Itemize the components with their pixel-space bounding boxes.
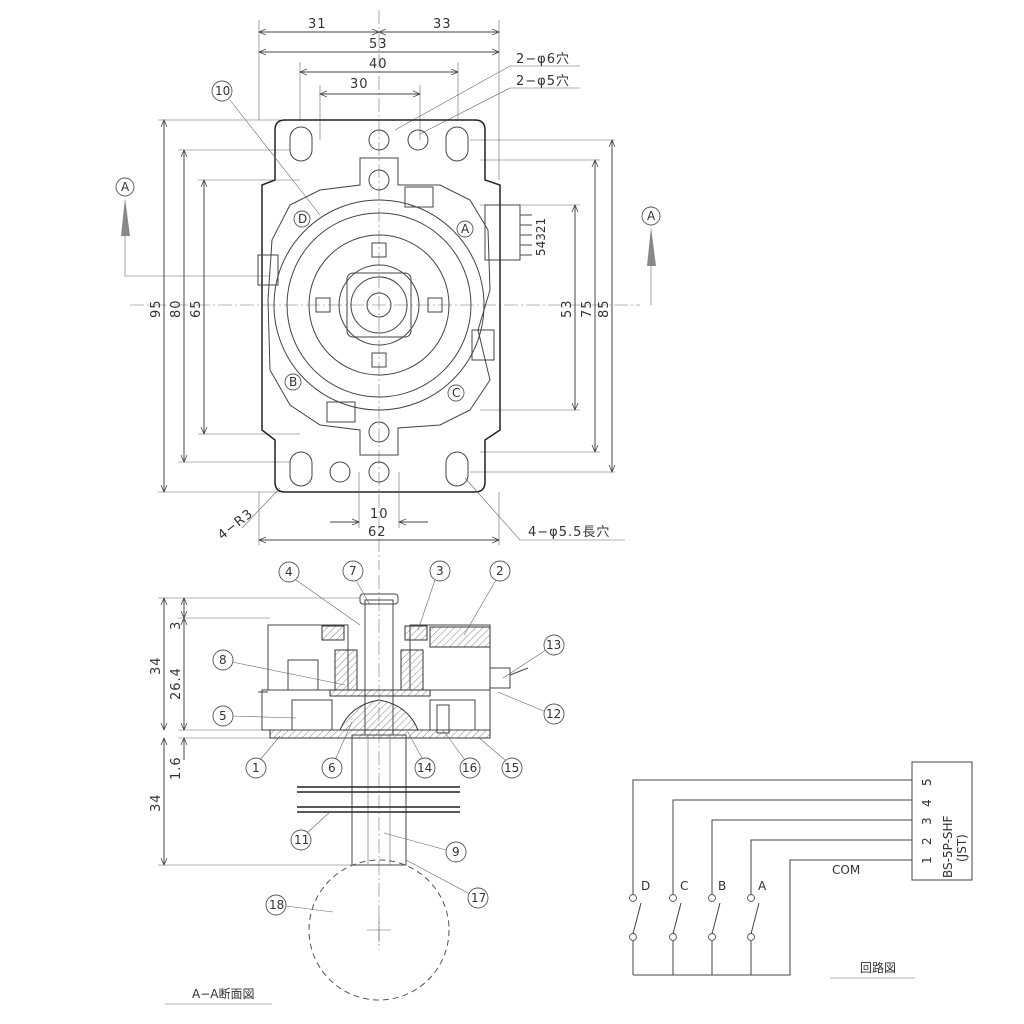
svg-text:7: 7 <box>349 564 357 578</box>
svg-text:C: C <box>452 386 460 400</box>
svg-text:A: A <box>461 222 470 236</box>
dim-33: 33 <box>433 17 452 32</box>
svg-text:2: 2 <box>496 564 504 578</box>
svg-text:15: 15 <box>504 761 519 775</box>
dim-65: 65 <box>189 299 204 318</box>
callout-12: 12 <box>497 691 565 725</box>
callout-4: 4 <box>278 561 361 626</box>
note-slot-holes: 4−φ5.5長穴 <box>528 525 610 540</box>
callout-6: 6 <box>321 721 353 779</box>
callout-2: 2 <box>463 560 511 636</box>
dim-34-upper: 34 <box>149 656 164 675</box>
svg-text:D: D <box>641 879 650 893</box>
dim-80: 80 <box>169 299 184 318</box>
svg-text:5: 5 <box>219 709 227 723</box>
connector-pin-numbers: 54321 <box>534 218 548 256</box>
switch-c: C <box>669 879 688 975</box>
switch-mark-c: C <box>447 384 465 402</box>
switch-a: A <box>747 879 767 975</box>
connector-pin-2: 2 <box>920 837 934 845</box>
circuit-title: 回路図 <box>860 960 896 975</box>
svg-text:8: 8 <box>219 653 227 667</box>
note-holes-5: 2−φ5穴 <box>516 74 570 89</box>
connector-pin-1: 1 <box>920 856 934 864</box>
svg-text:A: A <box>758 879 767 893</box>
svg-text:D: D <box>298 212 307 226</box>
callout-7: 7 <box>342 560 371 606</box>
callout-14: 14 <box>407 731 436 779</box>
switch-b: B <box>708 879 726 975</box>
svg-text:14: 14 <box>417 761 432 775</box>
callout-13: 13 <box>502 634 565 679</box>
callout-5: 5 <box>212 705 297 727</box>
svg-text:1: 1 <box>252 761 260 775</box>
dim-3: 3 <box>169 621 184 630</box>
svg-text:18: 18 <box>269 898 284 912</box>
svg-text:11: 11 <box>294 833 309 847</box>
dim-10: 10 <box>370 507 389 522</box>
section-title: A−A断面図 <box>192 986 254 1001</box>
callout-16: 16 <box>442 729 481 779</box>
callout-17: 17 <box>405 859 489 909</box>
circuit-diagram: 5 4 3 2 1 BS-5P-SHF (JST) D C <box>629 761 973 979</box>
dim-62: 62 <box>368 525 387 540</box>
callout-8: 8 <box>212 649 346 686</box>
dim-95: 95 <box>149 299 164 318</box>
dim-26-4: 26.4 <box>169 667 184 700</box>
dim-53-right: 53 <box>560 299 575 318</box>
connector-maker: (JST) <box>955 834 969 862</box>
note-corner-radius: 4−R3 <box>215 506 256 543</box>
dim-75: 75 <box>580 299 595 318</box>
svg-text:4: 4 <box>285 565 293 579</box>
svg-text:6: 6 <box>328 761 336 775</box>
dim-30: 30 <box>350 77 369 92</box>
callout-15: 15 <box>477 736 523 779</box>
top-dimension-lines <box>259 20 499 180</box>
connector-box <box>911 761 973 881</box>
switch-mark-b: B <box>284 373 302 391</box>
svg-text:A: A <box>647 209 656 223</box>
svg-text:9: 9 <box>452 845 460 859</box>
svg-text:17: 17 <box>471 891 486 905</box>
svg-text:A: A <box>121 180 130 194</box>
callout-1: 1 <box>245 735 281 779</box>
svg-text:12: 12 <box>546 707 561 721</box>
callout-18: 18 <box>265 894 334 916</box>
svg-text:B: B <box>289 375 297 389</box>
connector-part-number: BS-5P-SHF <box>941 815 955 878</box>
common-label: COM <box>832 863 860 877</box>
svg-text:B: B <box>718 879 726 893</box>
callout-3: 3 <box>417 560 451 631</box>
section-view: 3 34 26.4 1.6 34 <box>149 560 565 1005</box>
connector-pin-5: 5 <box>920 778 934 786</box>
svg-text:16: 16 <box>462 761 477 775</box>
svg-text:10: 10 <box>215 84 230 98</box>
svg-text:13: 13 <box>546 638 561 652</box>
connector-pin-4: 4 <box>920 799 934 807</box>
svg-text:3: 3 <box>436 564 444 578</box>
dim-53-top: 53 <box>369 37 388 52</box>
dim-85: 85 <box>597 299 612 318</box>
svg-text:C: C <box>680 879 688 893</box>
dim-40: 40 <box>369 57 388 72</box>
note-holes-6: 2−φ6穴 <box>516 52 570 67</box>
dim-1-6: 1.6 <box>169 756 184 780</box>
callout-11: 11 <box>290 811 331 851</box>
dim-31: 31 <box>308 17 327 32</box>
section-marker-left: A <box>115 177 270 277</box>
dim-34-lower: 34 <box>149 793 164 812</box>
switch-housing <box>257 157 532 456</box>
top-view: 31 33 53 40 30 2−φ6穴 2−φ5穴 95 80 65 <box>115 10 661 570</box>
switch-d: D <box>629 879 650 975</box>
callout-9: 9 <box>383 832 467 863</box>
switch-mark-d: D <box>293 210 311 228</box>
switch-mark-a: A <box>456 220 474 238</box>
connector-pin-3: 3 <box>920 817 934 825</box>
base-plate <box>261 119 501 493</box>
section-marker-right: A <box>641 206 661 305</box>
callout-10: 10 <box>211 80 321 216</box>
